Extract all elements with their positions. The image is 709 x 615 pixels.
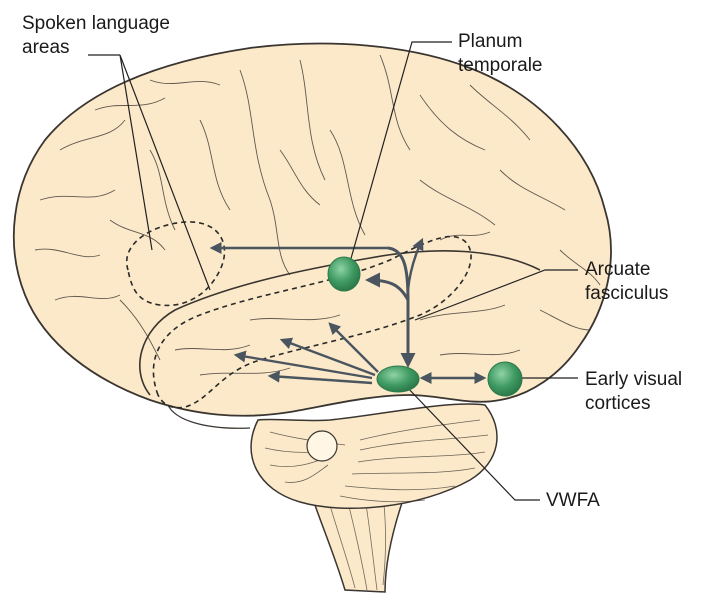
vwfa-node <box>376 365 420 393</box>
cortex-sulci <box>34 54 601 376</box>
wernicke-area-outline <box>152 235 472 409</box>
arrow-to-planum <box>365 272 410 301</box>
leader-vwfa <box>404 384 540 501</box>
cerebrum <box>12 42 612 417</box>
leader-planum <box>349 41 452 263</box>
label-planum-temporale: Planum temporale <box>458 30 543 78</box>
label-early-visual: Early visual cortices <box>585 368 682 416</box>
temporal-lobe <box>139 250 541 396</box>
label-planum-line2: temporale <box>458 55 543 76</box>
connection-arrows <box>209 237 487 385</box>
arrow-fan-2 <box>279 337 376 377</box>
label-planum-line1: Planum <box>458 31 523 52</box>
arrow-fan-1 <box>328 322 379 373</box>
label-early-visual-line2: cortices <box>585 393 651 414</box>
temporal-base <box>167 404 251 429</box>
label-early-visual-line1: Early visual <box>585 369 683 390</box>
arrow-fan-3 <box>233 350 373 380</box>
label-spoken-language-line2: areas <box>22 37 70 58</box>
planum-temporale-node <box>327 256 361 292</box>
leader-arcuate <box>414 269 578 321</box>
label-arcuate-fasciculus: Arcuate fasciculus <box>585 258 668 306</box>
label-vwfa: VWFA <box>546 490 600 511</box>
early-visual-node <box>487 361 523 397</box>
label-spoken-language-line1: Spoken language <box>22 13 170 34</box>
leader-spoken <box>88 54 211 291</box>
broca-area-outline <box>125 221 226 307</box>
label-arcuate-line2: fasciculus <box>585 283 669 304</box>
arrow-up-right <box>406 237 424 291</box>
cerebellum-folia <box>264 419 489 503</box>
cerebellum <box>250 403 498 509</box>
label-spoken-language: Spoken language areas <box>22 12 170 60</box>
label-arcuate-line1: Arcuate <box>585 259 651 280</box>
pons <box>306 430 338 462</box>
arrow-fan-4 <box>267 370 373 385</box>
leader-lines <box>88 41 578 501</box>
